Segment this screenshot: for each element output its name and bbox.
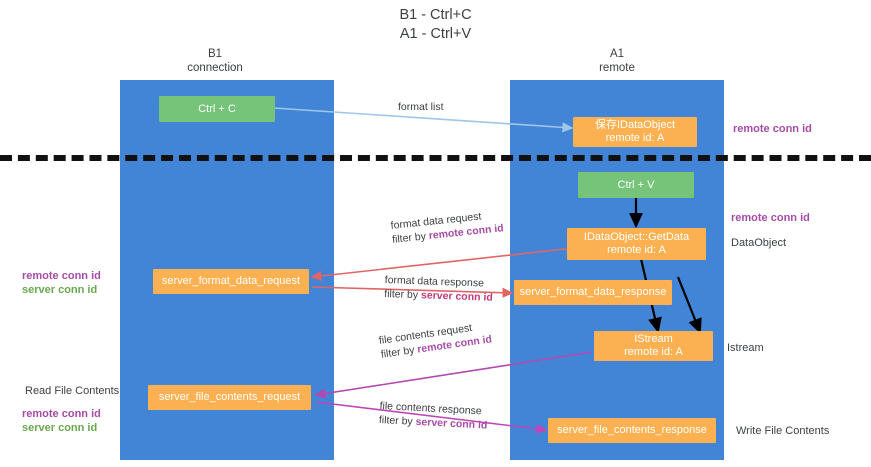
node-istream-line1: IStream xyxy=(634,333,673,345)
node-ctrl-v-label: Ctrl + V xyxy=(617,178,655,191)
edge-format-list xyxy=(273,107,574,133)
title-line-2: A1 - Ctrl+V xyxy=(399,26,472,42)
node-save-idataobject-line2: remote id: A xyxy=(605,132,665,144)
label-right-istream: Istream xyxy=(727,342,764,354)
node-ctrl-c[interactable]: Ctrl + C xyxy=(159,96,275,122)
filter-prefix: filter by xyxy=(391,230,430,246)
edge-label-format-data-response: format data response filter by server co… xyxy=(384,273,493,305)
edge-format-response-to-istream xyxy=(676,276,702,335)
edge-format-data-request xyxy=(310,247,575,282)
node-ctrl-v[interactable]: Ctrl + V xyxy=(578,172,694,198)
edge-file-contents-request xyxy=(314,351,593,399)
node-server-file-contents-response-label: server_file_contents_response xyxy=(557,424,707,436)
label-left-remote-conn-id-mid: remote conn id xyxy=(22,270,101,282)
node-save-idataobject-line1: 保存IDataObject xyxy=(594,119,676,131)
edge-file-contents-response xyxy=(315,401,548,434)
label-right-remote-conn-id-mid: remote conn id xyxy=(731,212,810,224)
title-line-1: B1 - Ctrl+C xyxy=(399,7,472,23)
diagram-title: B1 - Ctrl+C A1 - Ctrl+V xyxy=(0,6,871,44)
filter-prefix: filter by xyxy=(384,287,422,302)
node-istream-line2: remote id: A xyxy=(624,346,683,358)
filter-key-server-conn-id: server conn id xyxy=(415,415,488,432)
label-right-remote-conn-id-top: remote conn id xyxy=(733,123,812,135)
label-right-dataobject: DataObject xyxy=(731,237,787,249)
node-server-format-data-response[interactable]: server_format_data_response xyxy=(514,280,672,305)
node-idataobject-getdata[interactable]: IDataObject::GetData remote id: A xyxy=(567,228,706,260)
node-getdata-line1: IDataObject::GetData xyxy=(583,231,690,243)
filter-prefix: filter by xyxy=(378,413,416,428)
node-server-format-data-request[interactable]: server_format_data_request xyxy=(153,269,309,294)
column-b1-sub: connection xyxy=(187,61,243,74)
label-left-server-conn-id-mid: server conn id xyxy=(22,284,98,296)
node-server-file-contents-request[interactable]: server_file_contents_request xyxy=(148,385,311,410)
label-right-write-file-contents: Write File Contents xyxy=(736,425,830,437)
edge-label-file-contents-response: file contents response filter by server … xyxy=(379,399,489,433)
label-left-remote-conn-id-bottom: remote conn id xyxy=(22,408,101,420)
column-header-b1: B1 connection xyxy=(145,48,285,75)
column-a1-sub: remote xyxy=(599,61,635,74)
edge-label-format-list-text: format list xyxy=(398,101,444,113)
edge-label-format-list: format list xyxy=(398,100,444,114)
filter-key-server-conn-id: server conn id xyxy=(420,289,493,304)
node-save-idataobject[interactable]: 保存IDataObject remote id: A xyxy=(573,117,697,147)
label-left-read-file-contents: Read File Contents xyxy=(25,385,120,397)
node-getdata-line2: remote id: A xyxy=(607,244,666,256)
edge-format-data-response xyxy=(311,286,514,298)
node-istream[interactable]: IStream remote id: A xyxy=(594,331,713,361)
node-server-file-contents-request-label: server_file_contents_request xyxy=(158,391,301,403)
column-header-a1: A1 remote xyxy=(547,48,687,75)
label-left-server-conn-id-bottom: server conn id xyxy=(22,422,98,434)
node-server-file-contents-response[interactable]: server_file_contents_response xyxy=(548,418,716,443)
column-b1-name: B1 xyxy=(207,48,223,60)
column-a1-name: A1 xyxy=(609,48,625,60)
node-server-format-data-response-label: server_format_data_response xyxy=(519,286,667,298)
node-server-format-data-request-label: server_format_data_request xyxy=(161,275,301,287)
node-ctrl-c-label: Ctrl + C xyxy=(198,102,236,115)
phase-divider xyxy=(0,155,871,161)
